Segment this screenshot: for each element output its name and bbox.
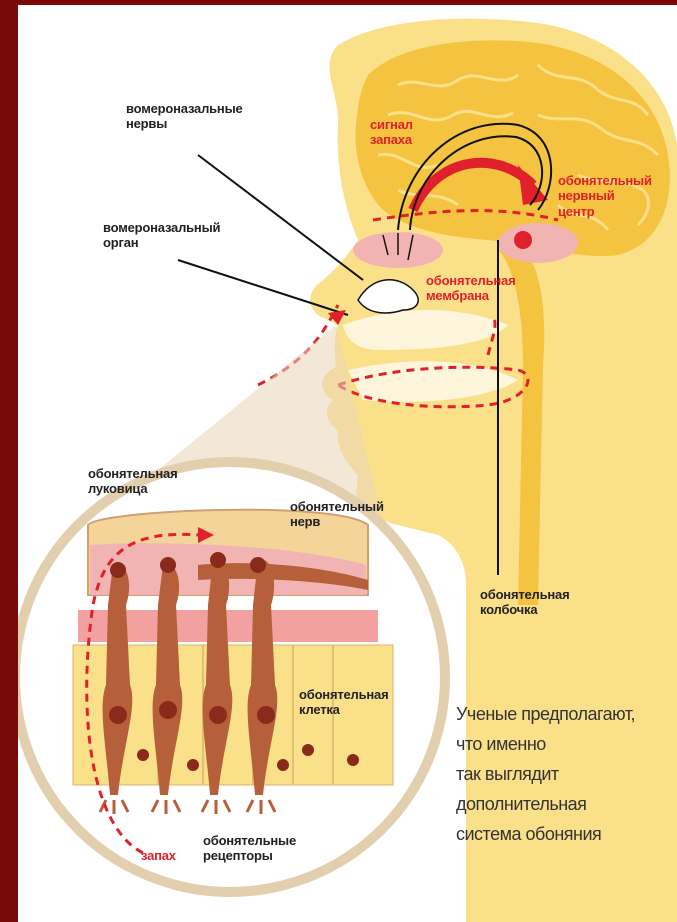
label-smell-signal: сигнал запаха — [370, 117, 413, 148]
label-olfactory-bulb: обонятельная луковица — [88, 466, 177, 497]
label-olfactory-cell: обонятельная клетка — [299, 687, 388, 718]
caption-line: что именно — [456, 729, 671, 759]
caption-line: так выглядит — [456, 759, 671, 789]
label-vomeronasal-nerves: вомероназальные нервы — [126, 101, 243, 132]
label-olfactory-center: обонятельный нервный центр — [558, 173, 652, 219]
olfactory-center-dot — [514, 231, 532, 249]
caption-line: система обоняния — [456, 819, 671, 849]
caption: Ученые предполагают, что именно так выгл… — [456, 699, 671, 849]
illustration-frame: вомероназальные нервы вомероназальный ор… — [18, 5, 677, 922]
label-olfactory-receptors: обонятельные рецепторы — [203, 833, 296, 864]
label-olfactory-flask: обонятельная колбочка — [480, 587, 569, 618]
label-vomeronasal-organ: вомероназальный орган — [103, 220, 220, 251]
label-olfactory-nerve: обонятельный нерв — [290, 499, 384, 530]
label-olfactory-membrane: обонятельная мембрана — [426, 273, 515, 304]
label-smell: запах — [141, 848, 176, 863]
caption-line: дополнительная — [456, 789, 671, 819]
tissue-cross-section — [73, 510, 393, 814]
caption-line: Ученые предполагают, — [456, 699, 671, 729]
